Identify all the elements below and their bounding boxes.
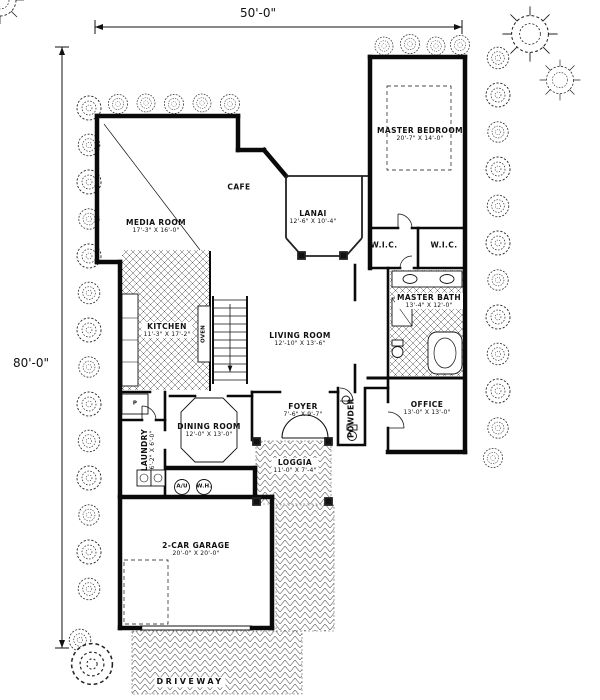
water-heater-circle: [196, 479, 212, 495]
room-label-living-room: LIVING ROOM 12'-10" X 13'-6": [269, 330, 331, 347]
room-label-driveway: DRIVEWAY: [154, 677, 226, 687]
powder-toilet-bowl: [347, 431, 357, 441]
room-label-master-bath: MASTER BATH 13'-4" X 12'-0": [394, 292, 464, 310]
powder-sink: [341, 395, 351, 405]
toilet-tank: [391, 339, 404, 347]
dryer: [150, 469, 166, 487]
lanai-outline: [252, 175, 368, 506]
room-label-garage: 2-CAR GARAGE 20'-0" X 20'-0": [162, 540, 230, 557]
powder-toilet-tank: [346, 424, 358, 431]
room-label-office: OFFICE 13'-0" X 13'-0": [403, 399, 451, 416]
equipment-label-air-unit: A/U: [176, 483, 188, 490]
vanity: [391, 270, 463, 288]
equipment-label-water-heater: W.H.: [196, 483, 212, 490]
toilet-bowl: [391, 346, 404, 358]
room-label-laundry: LAUNDRY 6'-2" X 6'-0": [139, 428, 156, 472]
oven-cabinet: [197, 305, 211, 363]
washer: [136, 469, 152, 487]
stairs: [212, 296, 248, 384]
overall-depth-dimension: 80'-0": [12, 356, 50, 370]
room-label-master-bedroom: MASTER BEDROOM 20'-7" X 14'-0": [377, 125, 463, 142]
landscaping: [0, 0, 581, 686]
room-label-lanai: LANAI 12'-6" X 10'-4": [289, 208, 337, 225]
equipment-label-pantry: P: [132, 400, 138, 407]
room-label-loggia: LOGGIA 11'-0" X 7'-4": [271, 457, 319, 475]
ceiling-lines: [103, 85, 452, 631]
room-label-kitchen: KITCHEN 11'-3" X 17'-2": [141, 321, 193, 339]
exterior-walls: [94, 54, 468, 631]
tub: [427, 331, 463, 375]
room-label-wic-right: W.I.C.: [430, 240, 458, 250]
equipment-label-oven: OVEN: [200, 325, 207, 343]
overall-width-dimension: 50'-0": [239, 6, 277, 20]
room-label-foyer: FOYER 7'-6" X 9'-7": [283, 401, 323, 418]
room-label-dining-room: DINING ROOM 12'-0" X 13'-0": [177, 421, 241, 438]
room-label-media-room: MEDIA ROOM 17'-3" X 16'-0": [125, 217, 187, 234]
air-unit-circle: [174, 479, 190, 495]
room-label-cafe: CAFE: [227, 182, 251, 192]
door-swings: [141, 213, 413, 439]
fixtures: [121, 270, 463, 495]
room-label-powder: POWDER: [346, 398, 356, 438]
room-label-wic-left: W.I.C.: [370, 240, 398, 250]
floor-patterns: [122, 250, 463, 695]
dimension-lines: [55, 20, 463, 649]
pantry-closet: [121, 393, 149, 415]
